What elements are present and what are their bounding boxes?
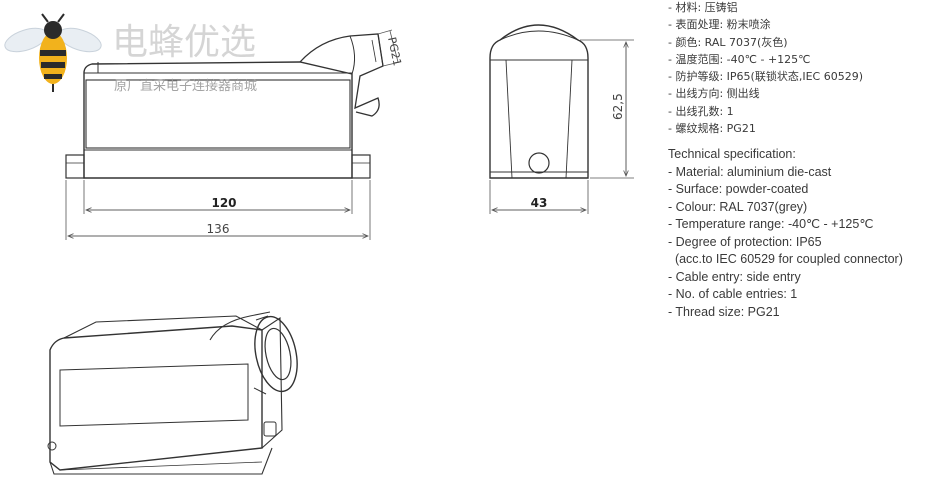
spec-en-item: - Temperature range: -40℃ - +125℃ <box>668 217 874 232</box>
dim-43-lines <box>489 180 589 214</box>
front-view <box>65 33 384 179</box>
dim-62-5-label: 62,5 <box>611 93 625 120</box>
pg21-label: PG21 <box>385 36 404 67</box>
spec-cn-item: - 颜色: RAL 7037(灰色) <box>668 35 788 49</box>
spec-cn-item: - 表面处理: 粉末喷涂 <box>668 18 771 32</box>
dim-62-5-lines <box>580 39 634 179</box>
spec-en-item: - Material: aluminium die-cast <box>668 164 832 179</box>
spec-en-item: - Surface: powder-coated <box>668 182 809 197</box>
spec-cn-item: - 出线孔数: 1 <box>668 104 734 118</box>
dim-120-label: 120 <box>211 196 236 210</box>
spec-panel: - 材料: 压铸铝 - 表面处理: 粉末喷涂 - 颜色: RAL 7037(灰色… <box>668 0 950 321</box>
pg21-dimension <box>377 29 401 67</box>
spec-cn-item: - 螺纹规格: PG21 <box>668 122 756 136</box>
spec-en-item: - Degree of protection: IP65 <box>668 234 822 249</box>
spec-en-item: - Colour: RAL 7037(grey) <box>668 199 808 214</box>
spec-en-item: - Thread size: PG21 <box>668 304 780 319</box>
spec-en-item: - Cable entry: side entry <box>668 269 801 284</box>
watermark-tagline: 原厂直采电子连接器商城 <box>114 78 257 94</box>
spec-cn-list: - 材料: 压铸铝 - 表面处理: 粉末喷涂 - 颜色: RAL 7037(灰色… <box>668 0 950 137</box>
spec-en-title: Technical specification: <box>668 147 796 162</box>
watermark-brand: 电蜂优选 <box>112 22 256 63</box>
spec-cn-item: - 材料: 压铸铝 <box>668 1 738 14</box>
bee-logo-icon <box>4 13 102 92</box>
spec-cn-item: - 防护等级: IP65(联锁状态,IEC 60529) <box>668 70 863 84</box>
spec-cn-item: - 出线方向: 侧出线 <box>668 87 760 101</box>
dim-43-label: 43 <box>531 196 548 210</box>
spec-en-item: (acc.to IEC 60529 for coupled connector) <box>668 252 903 267</box>
side-view <box>489 24 589 179</box>
spec-en-list: - Material: aluminium die-cast - Surface… <box>668 164 950 322</box>
spec-cn-item: - 温度范围: -40℃ - +125℃ <box>668 52 811 66</box>
isometric-view <box>47 311 298 475</box>
dim-136-label: 136 <box>207 222 230 236</box>
dim-136-lines <box>65 180 371 240</box>
spec-en-item: - No. of cable entries: 1 <box>668 287 798 302</box>
dim-120-lines <box>83 180 353 214</box>
